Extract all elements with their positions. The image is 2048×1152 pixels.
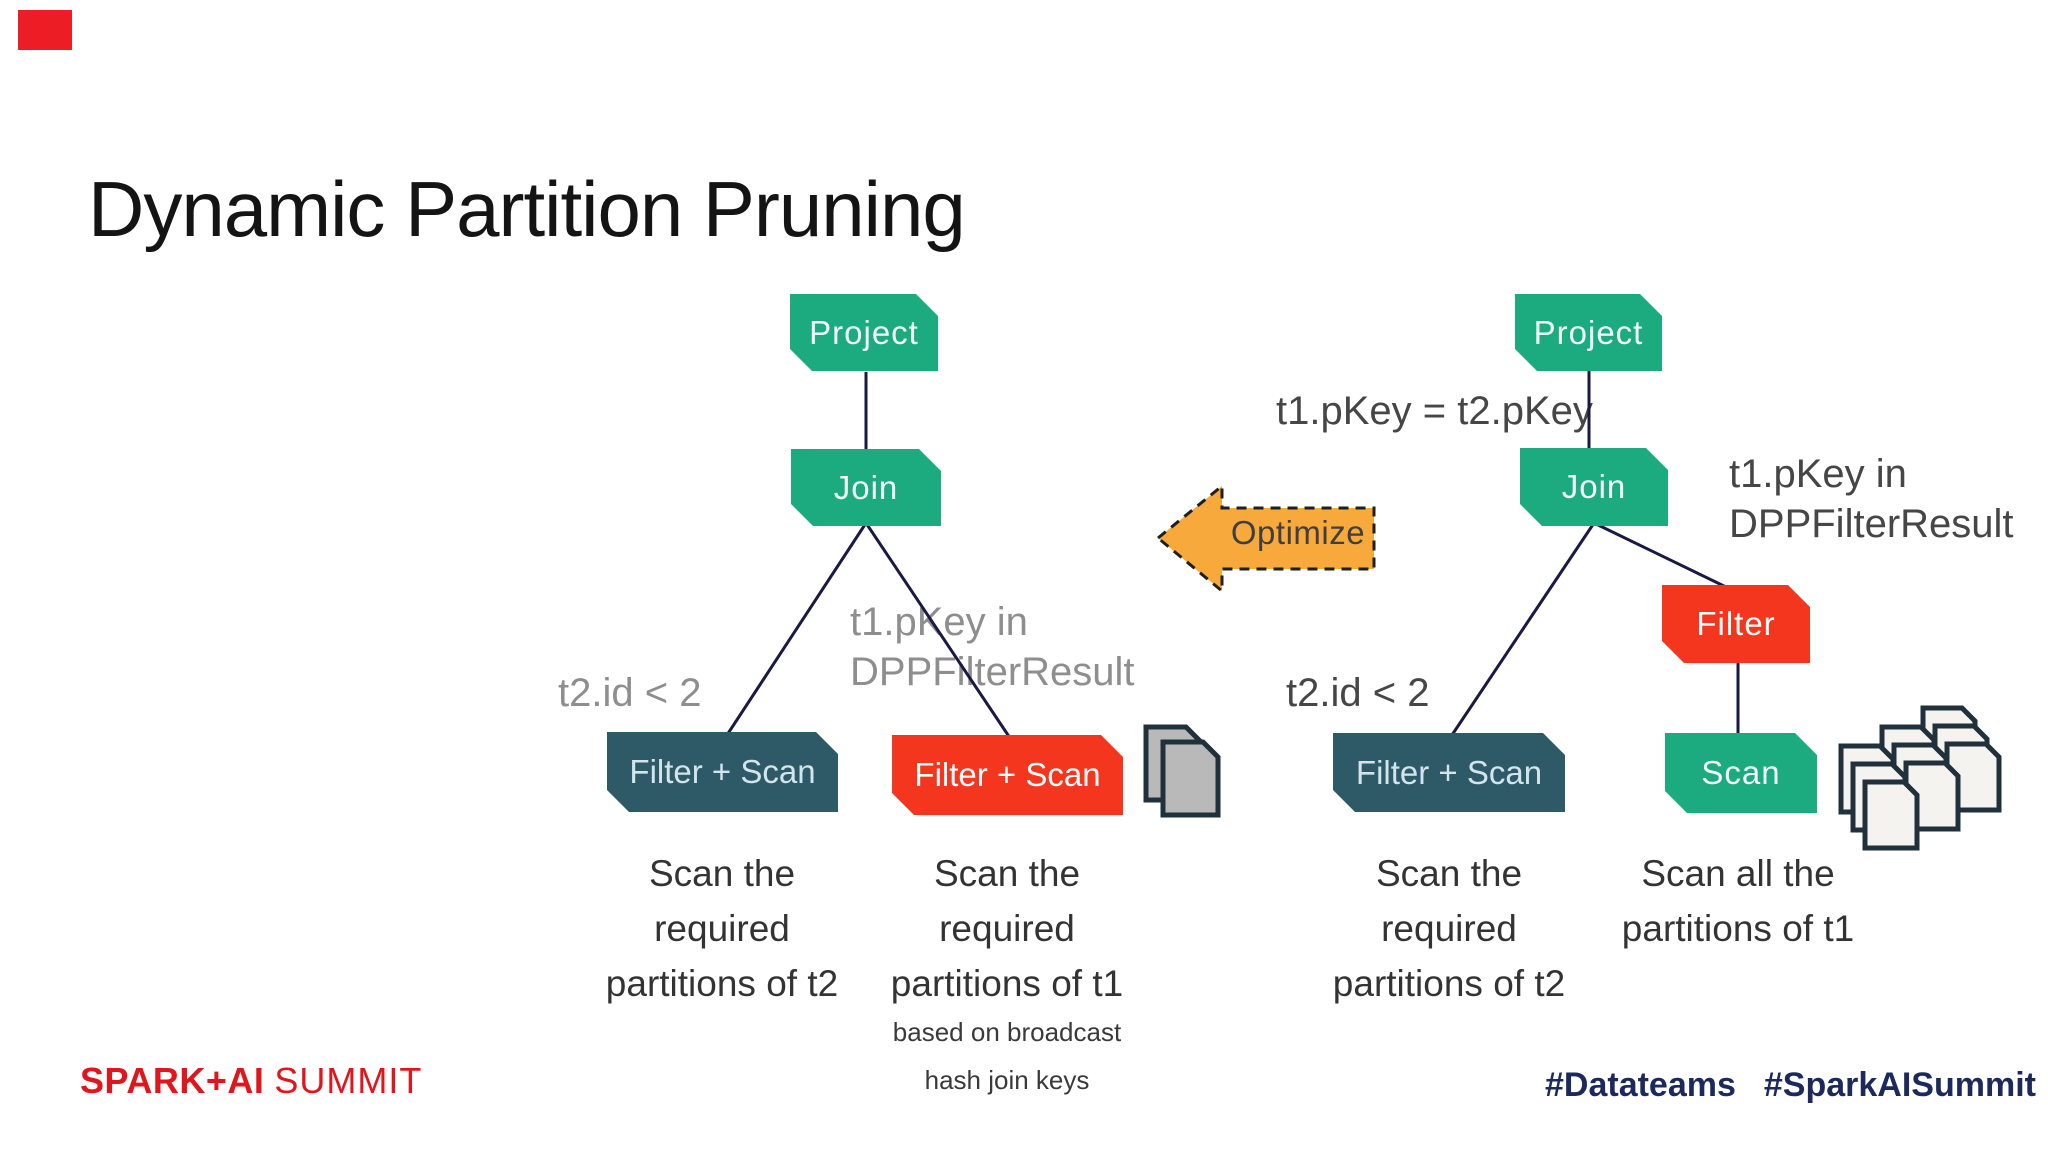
optimize-arrow-label: Optimize — [1230, 514, 1366, 551]
label-dpp-right: t1.pKey in DPPFilterResult — [1729, 449, 2014, 549]
label-join-condition-right: t1.pKey = t2.pKey — [1276, 389, 1593, 433]
partitions-stack-icon — [1836, 704, 2006, 859]
logo-summit: SUMMIT — [274, 1060, 423, 1101]
page-title: Dynamic Partition Pruning — [88, 165, 966, 254]
node-filter-right: Filter — [1662, 585, 1810, 663]
label-dpp-right-line2: DPPFilterResult — [1729, 502, 2014, 546]
node-join-right: Join — [1520, 448, 1668, 526]
logo-spark-ai: SPARK+AI — [80, 1060, 265, 1101]
red-corner-marker — [18, 10, 72, 50]
caption-scan-all-t1: Scan all the partitions of t1 — [1621, 853, 1855, 949]
node-project-left: Project — [790, 294, 938, 371]
hashtags: #Datateams #SparkAISummit — [1545, 1066, 2036, 1105]
node-project-right: Project — [1515, 294, 1662, 371]
node-filter-scan-left-dark: Filter + Scan — [607, 732, 838, 812]
caption-scan-t1-left: Scan the required partitions of t1 — [890, 853, 1124, 1004]
optimize-arrow — [1155, 482, 1376, 595]
spark-ai-summit-logo: SPARK+AI SUMMIT — [80, 1060, 422, 1102]
node-scan-right: Scan — [1665, 733, 1817, 813]
edge-join-filter-right — [1593, 521, 1727, 589]
node-filter-scan-left-red: Filter + Scan — [892, 735, 1123, 815]
label-dpp-left: t1.pKey in DPPFilterResult — [850, 597, 1135, 697]
caption-broadcast-note: based on broadcast hash join keys — [892, 1017, 1122, 1095]
edge-join-filterscan-left — [725, 522, 868, 736]
documents-pair-icon — [1143, 724, 1227, 825]
label-filter-condition-right: t2.id < 2 — [1286, 671, 1430, 715]
caption-scan-t2-left: Scan the required partitions of t2 — [605, 853, 839, 1004]
label-dpp-left-line1: t1.pKey in — [850, 600, 1028, 644]
node-filter-scan-right-dark: Filter + Scan — [1333, 733, 1565, 812]
label-filter-condition-left: t2.id < 2 — [558, 671, 702, 715]
node-join-left: Join — [791, 449, 941, 526]
hashtag-sparkaisummit: #SparkAISummit — [1763, 1066, 2036, 1104]
edge-join-filterscanred-left — [864, 522, 1012, 739]
hashtag-datateams: #Datateams — [1545, 1066, 1736, 1104]
caption-scan-t2-right: Scan the required partitions of t2 — [1332, 853, 1566, 1004]
label-dpp-right-line1: t1.pKey in — [1729, 452, 1907, 496]
edge-join-filterscan-right — [1450, 522, 1596, 736]
label-dpp-left-line2: DPPFilterResult — [850, 650, 1135, 694]
